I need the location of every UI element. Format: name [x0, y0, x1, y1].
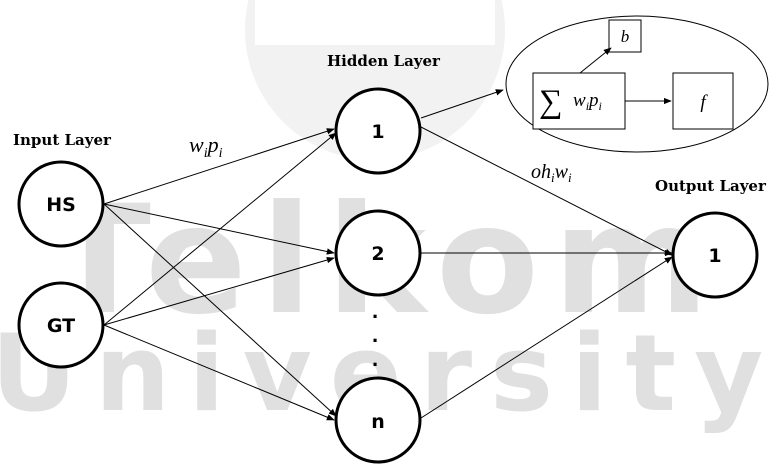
hidden-ellipsis-1: . — [372, 298, 378, 323]
output-layer: Output Layer 1 — [655, 177, 767, 299]
activation-label: f — [700, 92, 708, 113]
sum-box — [532, 72, 626, 130]
hidden-ellipsis-2: . — [372, 322, 378, 347]
input-node-hs — [17, 160, 105, 248]
output-node-1-label: 1 — [708, 245, 721, 267]
hidden-layer-title: Hidden Layer — [327, 52, 441, 70]
input-layer-title: Input Layer — [13, 131, 112, 149]
input-node-gt-label: GT — [47, 315, 75, 337]
output-node-1 — [671, 211, 759, 299]
edge-hs-hn — [103, 203, 337, 417]
hidden-node-2 — [334, 209, 422, 297]
bias-box — [608, 19, 642, 53]
edge-hs-h1 — [103, 128, 335, 205]
hidden-node-1 — [334, 87, 422, 175]
output-layer-title: Output Layer — [655, 177, 767, 195]
activation-box — [672, 72, 734, 130]
edge-label-hidden-output: ohiwi — [531, 161, 572, 185]
hidden-node-n-label: n — [371, 411, 385, 433]
hidden-output-edges — [420, 89, 673, 419]
hidden-node-n — [334, 376, 422, 464]
input-layer: Input Layer HS GT — [13, 131, 112, 369]
input-node-gt — [17, 281, 105, 369]
edge-h1-out — [420, 126, 673, 256]
edge-h1-detail — [420, 89, 504, 119]
sum-expression: wipi — [573, 90, 602, 113]
input-hidden-edges — [103, 128, 337, 421]
hidden-ellipsis-3: . — [372, 346, 378, 371]
edge-gt-h2 — [103, 256, 335, 326]
edge-gt-h1 — [103, 132, 337, 326]
hidden-node-1-label: 1 — [371, 121, 384, 143]
hidden-node-2-label: 2 — [371, 243, 384, 265]
sum-symbol: ∑ — [539, 84, 563, 120]
edge-gt-hn — [103, 324, 335, 421]
bias-label: b — [621, 27, 630, 46]
edge-sum-bias — [579, 47, 612, 74]
watermark-logo-cut — [255, 0, 495, 45]
hidden-layer: Hidden Layer 1 2 n . . . — [327, 52, 441, 464]
edge-hs-h2 — [103, 203, 335, 255]
input-node-hs-label: HS — [46, 194, 76, 216]
edge-hn-out — [420, 256, 673, 419]
edge-label-input-hidden: wipi — [189, 132, 223, 161]
neuron-detail: ∑ wipi b f — [505, 15, 769, 153]
